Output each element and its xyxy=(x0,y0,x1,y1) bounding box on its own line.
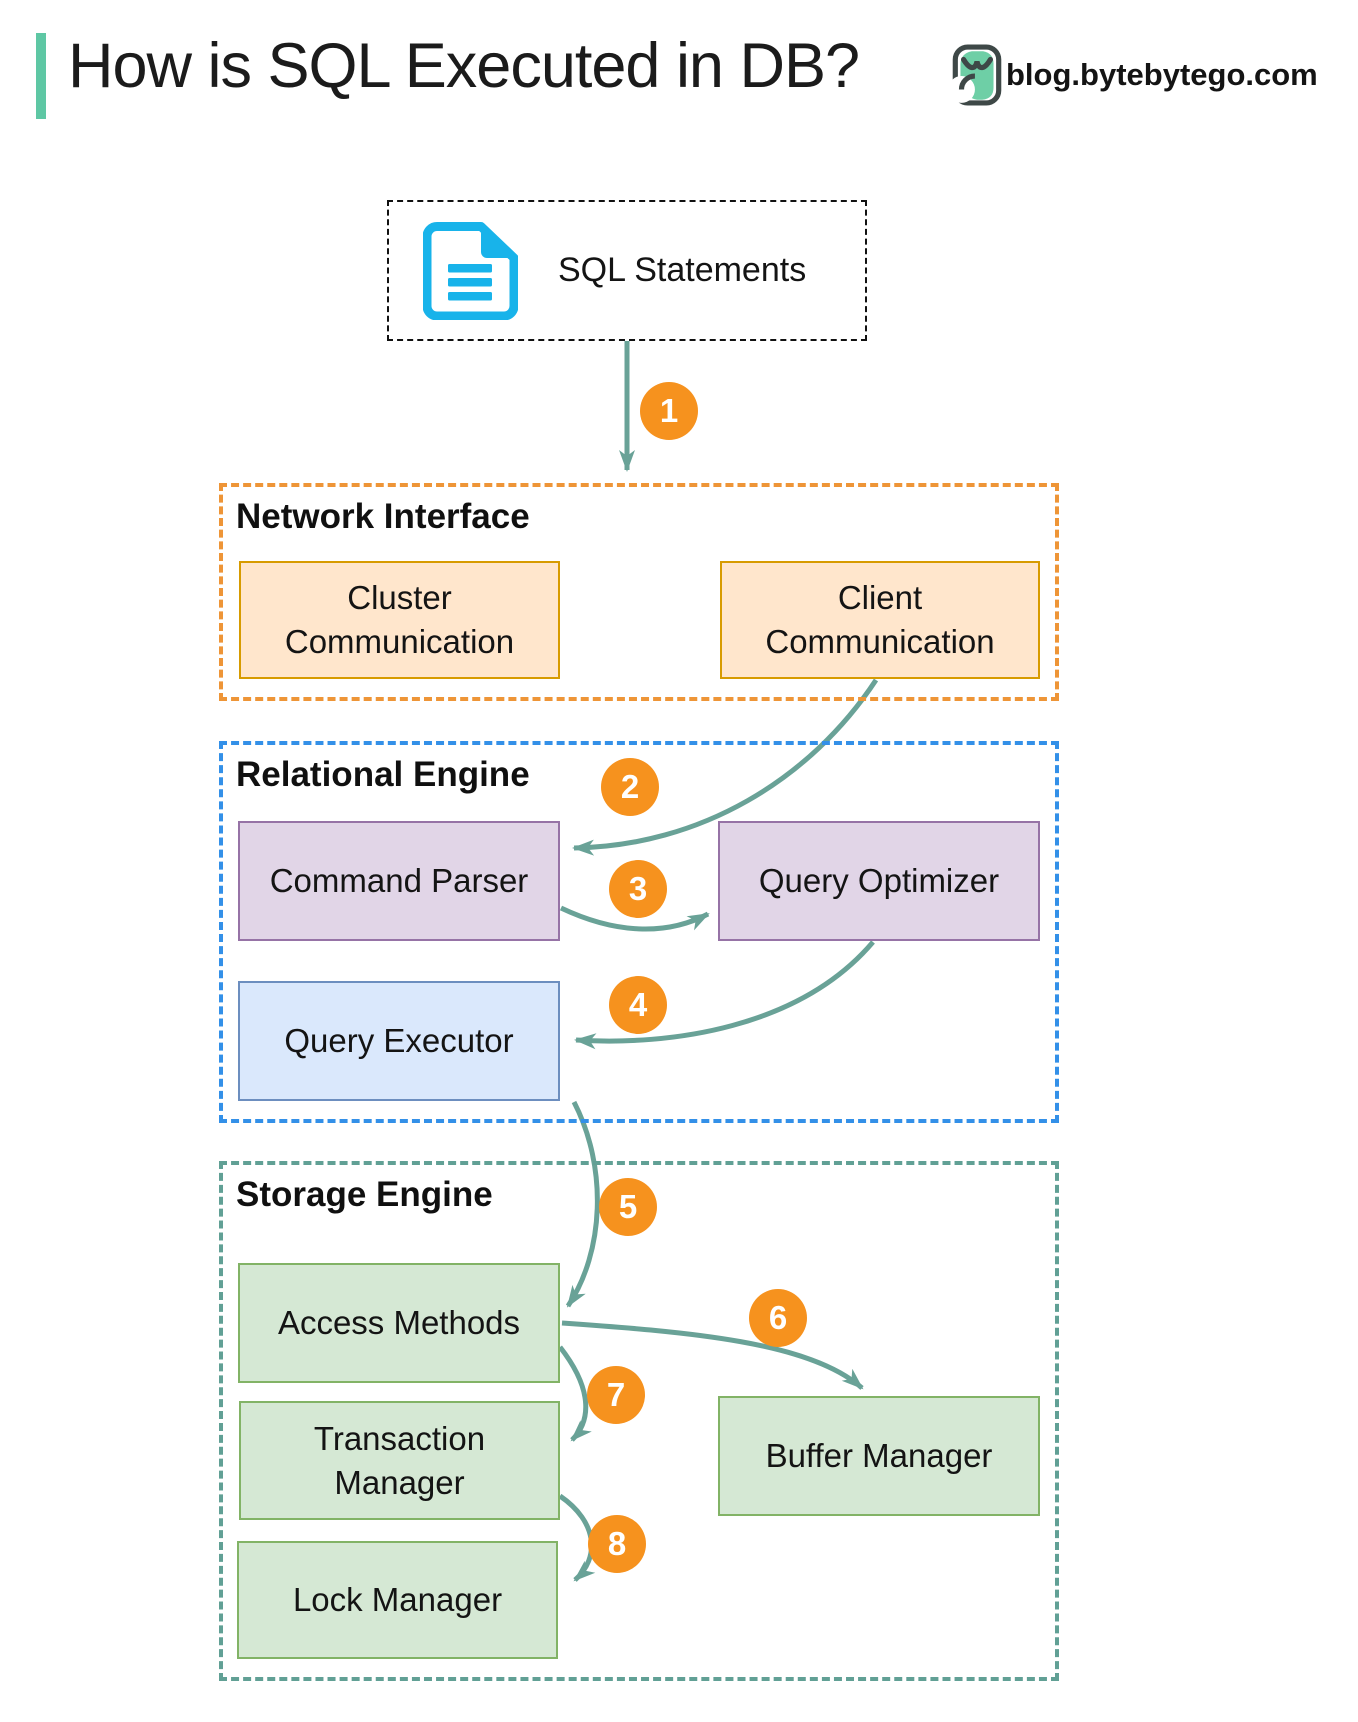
node-command-parser: Command Parser xyxy=(238,821,560,941)
page-title: How is SQL Executed in DB? xyxy=(68,31,860,101)
step-number: 4 xyxy=(628,986,648,1023)
step-number: 1 xyxy=(659,392,679,429)
section-relational-engine: Relational Engine xyxy=(219,741,1059,1123)
section-label-relational-engine: Relational Engine xyxy=(236,755,530,794)
sql-statements-node: SQL Statements xyxy=(387,200,867,341)
step-badge-3: 3 xyxy=(609,860,667,918)
brand-site-label: blog.bytebytego.com xyxy=(1006,57,1318,92)
node-query-optimizer: Query Optimizer xyxy=(718,821,1040,941)
step-number: 3 xyxy=(628,870,648,907)
node-label: Query Executor xyxy=(284,1022,514,1060)
node-transaction-manager: Transaction Manager xyxy=(239,1401,560,1520)
document-icon xyxy=(423,221,518,320)
step-number: 6 xyxy=(768,1299,788,1336)
node-label: Query Optimizer xyxy=(758,862,1000,900)
step-number: 2 xyxy=(620,768,640,805)
step-badge-1: 1 xyxy=(640,382,698,440)
node-label: Access Methods xyxy=(277,1304,521,1342)
step-number: 8 xyxy=(607,1525,627,1562)
step-badge-8: 8 xyxy=(588,1515,646,1573)
section-label-network-interface: Network Interface xyxy=(236,497,530,536)
section-label-storage-engine: Storage Engine xyxy=(236,1175,493,1214)
node-client-communication: Client Communication xyxy=(720,561,1040,679)
step-badge-4: 4 xyxy=(609,976,667,1034)
step-number: 7 xyxy=(606,1376,626,1413)
brand: blog.bytebytego.com xyxy=(952,44,1318,106)
node-label: Command Parser xyxy=(269,862,529,900)
step-badge-2: 2 xyxy=(601,758,659,816)
node-label: Buffer Manager xyxy=(765,1437,993,1475)
node-access-methods: Access Methods xyxy=(238,1263,560,1383)
bytebytego-logo-icon xyxy=(952,44,1002,106)
node-lock-manager: Lock Manager xyxy=(237,1541,558,1659)
title-accent-bar xyxy=(36,33,46,119)
section-network-interface: Network Interface xyxy=(219,483,1059,701)
step-badge-7: 7 xyxy=(587,1366,645,1424)
node-label: Lock Manager xyxy=(292,1581,503,1619)
step-number: 5 xyxy=(618,1188,638,1225)
node-buffer-manager: Buffer Manager xyxy=(718,1396,1040,1516)
node-cluster-communication: Cluster Communication xyxy=(239,561,560,679)
step-badge-5: 5 xyxy=(599,1178,657,1236)
step-badge-6: 6 xyxy=(749,1289,807,1347)
node-label: Client Communication xyxy=(765,579,995,660)
node-query-executor: Query Executor xyxy=(238,981,560,1101)
node-label: Cluster Communication xyxy=(284,579,515,660)
section-storage-engine: Storage Engine xyxy=(219,1161,1059,1681)
node-label: Transaction Manager xyxy=(313,1419,486,1501)
sql-statements-label: SQL Statements xyxy=(558,251,807,289)
